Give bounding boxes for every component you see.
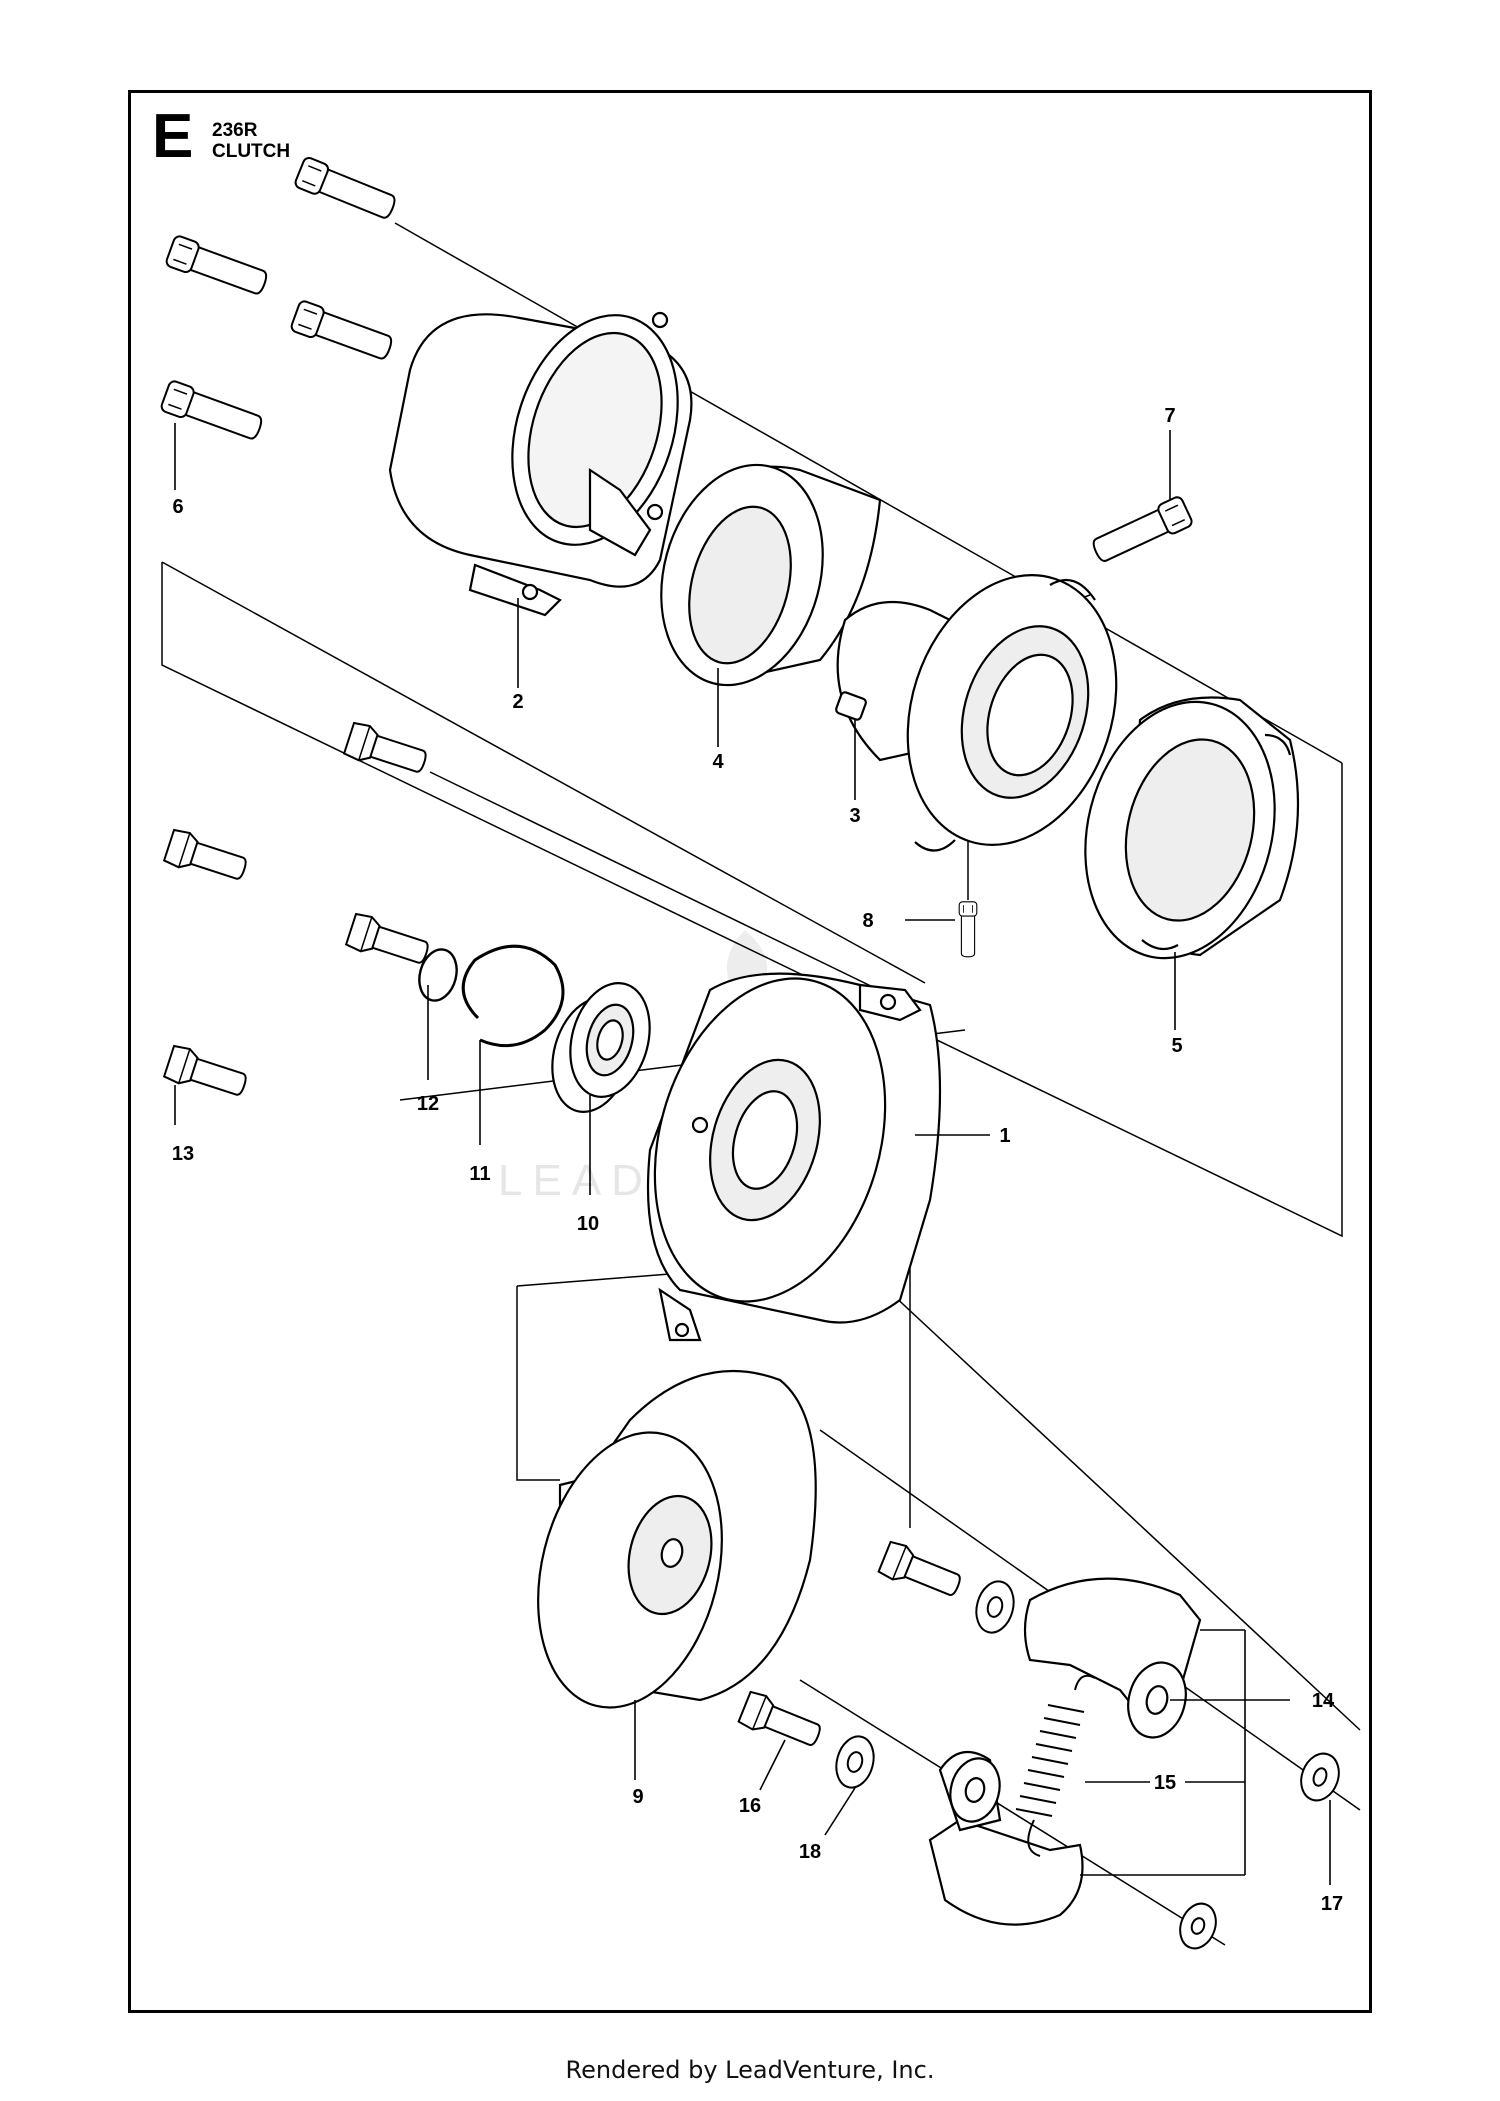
hub-part-3 [835,574,1118,852]
callout-11: 11 [469,1163,490,1185]
leader-lines [174,423,1331,1885]
drum-part-9 [537,1369,817,1709]
callout-13: 13 [172,1143,194,1165]
circlip-part-12 [418,948,458,1002]
callout-3: 3 [849,805,860,827]
bearing-part-10 [551,982,651,1113]
spring-part-15 [1015,1674,1096,1857]
section-letter: E [152,102,194,171]
footer-credit: Rendered by LeadVenture, Inc. [565,2056,935,2084]
bolt-7 [1088,494,1195,568]
callout-labels: 1 2 3 4 5 6 7 8 9 10 11 12 13 14 15 16 1… [172,405,1343,1915]
callout-16: 16 [739,1795,761,1817]
clutch-shell-part-4 [660,463,882,687]
callout-6: 6 [172,496,183,518]
callout-4: 4 [712,751,724,773]
housing-part-1 [646,972,942,1342]
callout-5: 5 [1171,1035,1182,1057]
diagram-frame [128,90,1372,2013]
clutch-cover-part-2 [388,311,693,617]
bolt-8 [958,901,978,958]
callout-8: 8 [862,910,873,932]
bolt-6-a [292,155,400,225]
bolt-13-a [342,720,431,781]
bolt-6-b [163,233,271,301]
callout-15: 15 [1154,1772,1176,1794]
diagram-title: 236R CLUTCH [212,120,290,162]
callout-7: 7 [1164,405,1175,427]
callout-10: 10 [577,1213,599,1235]
callout-1: 1 [999,1125,1010,1147]
washer-part-18 [835,1580,1015,1789]
bolt-6-c [288,298,396,366]
callout-9: 9 [632,1786,643,1808]
retaining-ring-part-11 [461,944,565,1048]
model-number: 236R [212,120,258,141]
washer-part-17 [1179,1752,1340,1950]
outer-ring-part-5 [1084,696,1300,960]
assembly-name: CLUTCH [212,141,291,162]
bolt-13-c [344,911,433,972]
pivot-bolt-16-b [736,1689,826,1755]
pivot-bolt-16-a [876,1539,966,1605]
bolt-13-d [162,1043,251,1104]
clutch-shoe-part-14 [928,1577,1202,1926]
callout-17: 17 [1321,1893,1343,1915]
callout-18: 18 [799,1841,821,1863]
bolt-13-b [162,827,251,888]
callout-14: 14 [1312,1690,1335,1712]
callout-2: 2 [512,691,523,713]
callout-12: 12 [417,1093,439,1115]
